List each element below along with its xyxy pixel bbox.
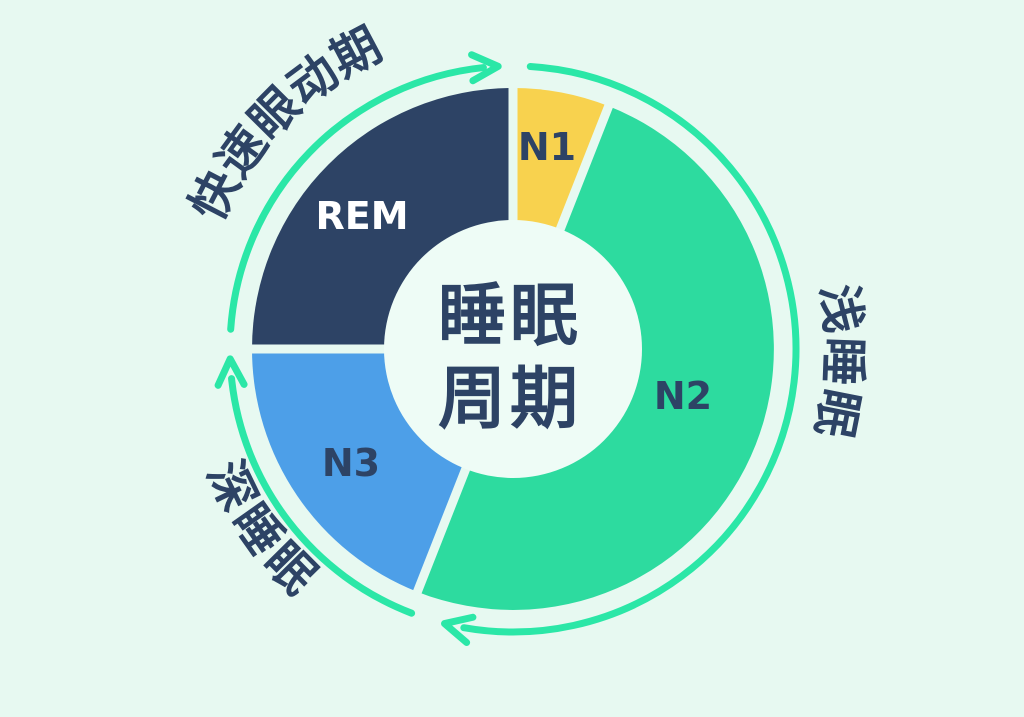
- donut-center-hole: [384, 220, 642, 478]
- segment-label-rem: REM: [315, 194, 408, 238]
- ring-label-char: 睡: [814, 336, 872, 386]
- cycle-arrow-arc: [460, 63, 800, 636]
- cycle-arrowhead-icon: [468, 51, 502, 85]
- cycle-arrow: [227, 51, 502, 333]
- ring-label-char: 浅: [810, 282, 871, 336]
- segment-label-n3: N3: [322, 441, 380, 485]
- segment-label-n1: N1: [518, 125, 576, 169]
- ring-label-2: 浅睡眠: [805, 282, 872, 443]
- segment-label-n2: N2: [654, 374, 712, 418]
- cycle-arrow-arc: [228, 375, 416, 617]
- ring-label-char: 眠: [805, 384, 869, 442]
- cycle-arrowhead-icon: [214, 355, 248, 389]
- center-title-line-1: 睡眠: [438, 277, 582, 356]
- cycle-arrow: [441, 63, 800, 646]
- cycle-arrow-arc: [227, 64, 487, 333]
- cycle-arrowhead-icon: [441, 613, 477, 646]
- cycle-arrow: [214, 355, 416, 617]
- center-title-line-2: 周期: [438, 360, 582, 439]
